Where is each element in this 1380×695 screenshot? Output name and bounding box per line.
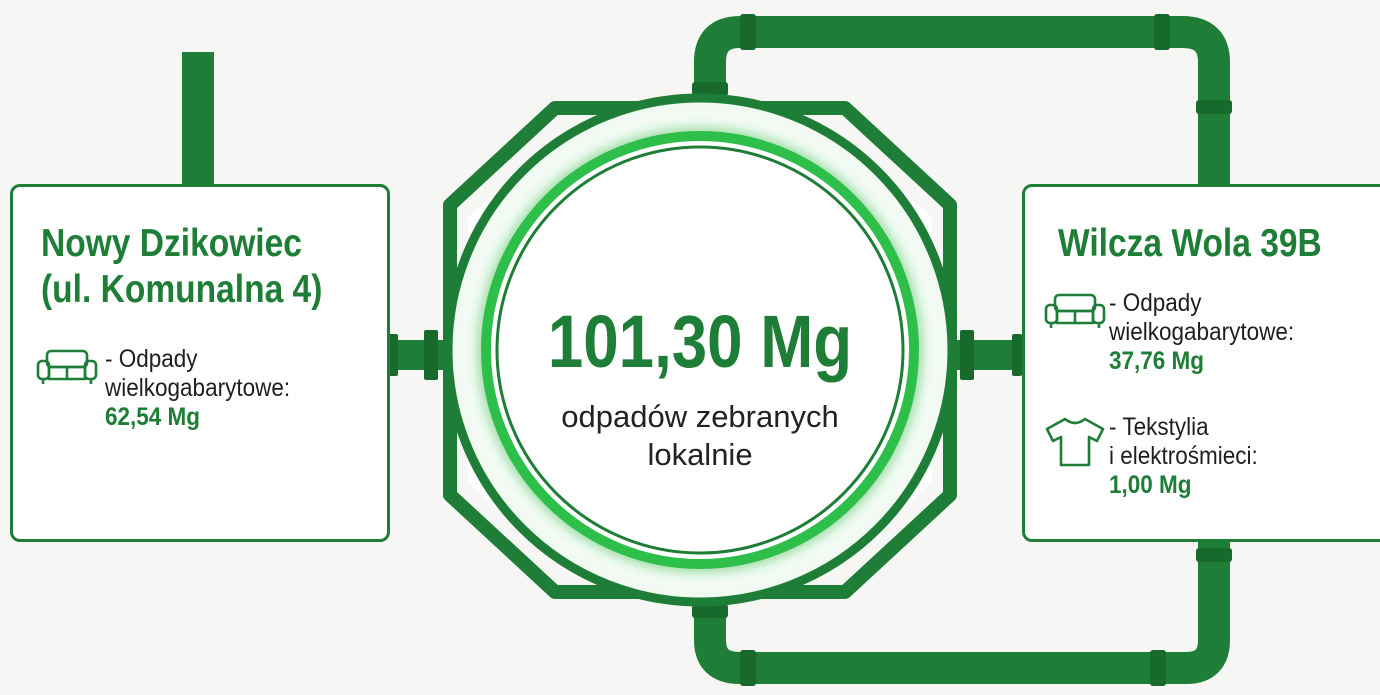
waste-label: - Odpady <box>1109 289 1202 317</box>
location-title: Nowy Dzikowiec (ul. Komunalna 4) <box>41 221 322 313</box>
tshirt-icon <box>1043 415 1107 472</box>
waste-value: 37,76 Mg <box>1109 347 1205 375</box>
waste-item-text: - Odpady wielkogabarytowe: 37,76 Mg <box>1109 289 1294 376</box>
waste-label-2: i elektrośmieci: <box>1109 442 1258 470</box>
waste-label: - Tekstylia <box>1109 413 1209 441</box>
pipe-left-connector <box>388 330 448 380</box>
total-caption: odpadów zebranych lokalnie <box>470 398 930 474</box>
location-card-wilcza-wola: Wilcza Wola 39B - Odpady wielkogabarytow… <box>1022 184 1380 542</box>
total-value: 101,30 Mg <box>547 300 853 383</box>
hub-ring <box>443 93 957 607</box>
sofa-icon <box>35 347 99 392</box>
pipe-right-connector <box>954 330 1024 380</box>
pipe-top-loop <box>692 14 1232 184</box>
location-title-line-1: Wilcza Wola 39B <box>1058 222 1322 265</box>
waste-label: - Odpady <box>105 345 198 373</box>
waste-label-2: wielkogabarytowe: <box>105 374 291 402</box>
waste-item-text: - Odpady wielkogabarytowe: 62,54 Mg <box>105 345 290 432</box>
total-caption-line-1: odpadów zebranych <box>561 399 839 434</box>
location-title-line-1: Nowy Dzikowiec <box>41 222 302 265</box>
waste-value: 62,54 Mg <box>105 403 201 431</box>
location-title: Wilcza Wola 39B <box>1058 221 1322 267</box>
location-title-line-2: (ul. Komunalna 4) <box>41 268 323 311</box>
waste-item-text: - Tekstylia i elektrośmieci: 1,00 Mg <box>1109 413 1258 500</box>
waste-label-2: wielkogabarytowe: <box>1109 318 1295 346</box>
waste-value: 1,00 Mg <box>1109 471 1192 499</box>
location-card-nowy-dzikowiec: Nowy Dzikowiec (ul. Komunalna 4) - Odpad… <box>10 184 390 542</box>
pipe-top-left <box>182 52 214 186</box>
sofa-icon <box>1043 291 1107 336</box>
pipe-bottom-loop <box>692 542 1232 686</box>
total-caption-line-2: lokalnie <box>647 437 753 472</box>
